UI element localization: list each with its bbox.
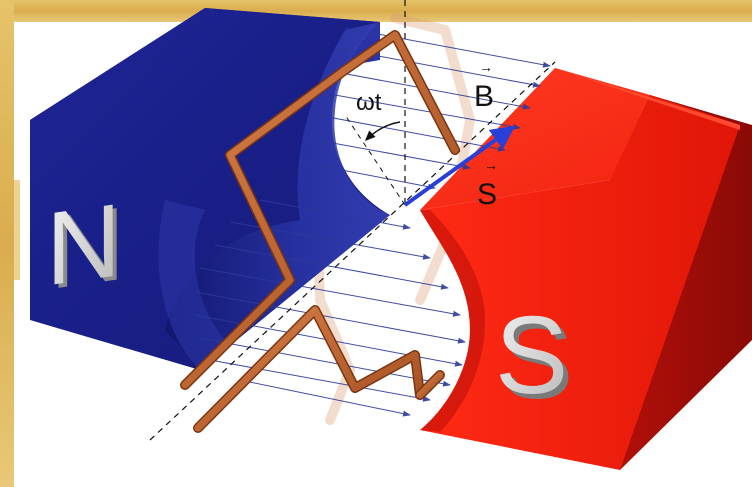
s-vector-label: S [477,178,497,211]
n-pole-letter: N N [46,181,125,311]
n-pole-label: N [46,181,121,308]
b-vector-label: B [474,80,494,113]
b-vector-arrow-icon: → [479,59,493,75]
s-pole-letter: S S [495,294,573,422]
s-vector-arrow-icon: → [484,157,498,173]
s-pole-label: S [495,294,568,417]
angle-label: ωt [356,89,382,116]
